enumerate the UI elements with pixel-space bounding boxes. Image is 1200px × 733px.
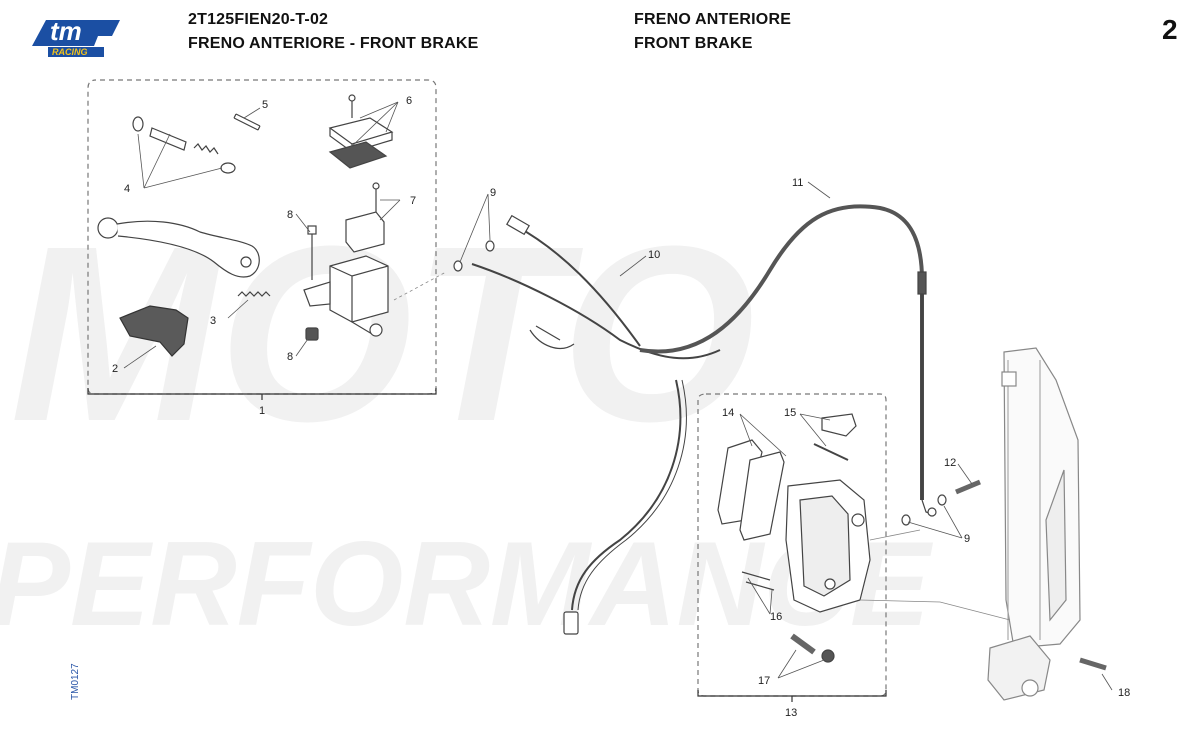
callout-6: 6: [406, 95, 412, 107]
drawing-code: 2T125FIEN20-T-02: [188, 11, 329, 28]
title-italian: FRENO ANTERIORE: [634, 11, 792, 28]
callout-labels: 1 2 3 4 5 6 7 8 8 9 9 10 11 12 13 14 15 …: [112, 95, 1130, 719]
callout-8-upper: 8: [287, 209, 293, 221]
spring-part-3: [237, 291, 271, 297]
assembly-13-box: [697, 393, 887, 697]
callout-11: 11: [792, 177, 803, 189]
callout-17: 17: [758, 675, 770, 687]
callout-8-lower: 8: [287, 351, 293, 363]
washer-9a: [453, 260, 463, 272]
pin-part-5: [233, 113, 261, 131]
master-cylinder: [303, 182, 389, 341]
drawing-subtitle: FRENO ANTERIORE - FRONT BRAKE: [188, 35, 479, 52]
brake-pad-set: [717, 439, 785, 541]
title-english: FRONT BRAKE: [634, 35, 753, 52]
reservoir-cap: [328, 94, 394, 169]
drawing-reference-code: TM0127: [70, 663, 81, 700]
callout-2: 2: [112, 363, 118, 375]
washer-9b: [485, 240, 495, 252]
caliper-bolts: [790, 633, 835, 663]
pad-pin: [741, 571, 775, 591]
callout-14: 14: [722, 407, 734, 419]
brake-caliper: [785, 479, 871, 613]
sensor-cable: [571, 379, 682, 611]
callout-5: 5: [262, 99, 268, 111]
adjuster-screw-set: [132, 116, 236, 174]
bolt-18: [1079, 657, 1107, 671]
watermark-performance: PERFORMANCE: [0, 517, 934, 651]
hose-clip: [529, 325, 575, 349]
callout-1: 1: [259, 405, 265, 417]
bolt-12: [955, 479, 981, 495]
callout-7: 7: [410, 195, 416, 207]
page-number: 2: [1162, 14, 1178, 45]
callout-18: 18: [1118, 687, 1130, 699]
assembly-13-bracket: [697, 690, 887, 697]
brand-logo: tm RACING: [28, 14, 128, 60]
callout-12: 12: [944, 457, 956, 469]
callout-9-left: 9: [490, 187, 496, 199]
lever-guard: [119, 305, 189, 357]
logo-text: tm: [50, 16, 82, 46]
callout-10: 10: [648, 249, 660, 261]
brake-hose-11: [639, 204, 924, 500]
callout-16: 16: [770, 611, 782, 623]
logo-tagline: RACING: [52, 47, 88, 57]
fork-leg: [987, 347, 1081, 701]
brake-hose-10: [471, 263, 721, 360]
brake-lever: [97, 217, 260, 278]
callout-4: 4: [124, 183, 130, 195]
callout-3: 3: [210, 315, 216, 327]
pad-spring: [821, 413, 857, 437]
callout-15: 15: [784, 407, 796, 419]
callout-13: 13: [785, 707, 797, 719]
callout-9-right: 9: [964, 533, 970, 545]
